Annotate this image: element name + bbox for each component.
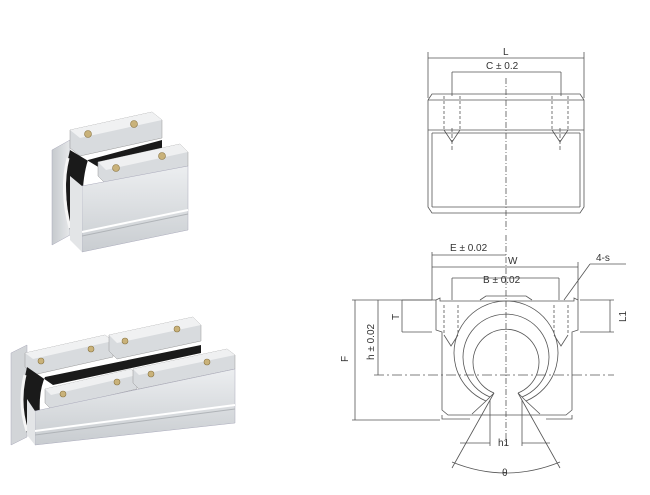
dim-label-E: E ± 0.02: [450, 243, 488, 254]
dim-label-4s: 4-s: [596, 253, 610, 264]
screw-icon: [130, 120, 138, 128]
dim-label-theta: θ: [502, 468, 508, 479]
long-bearing-block-photo: [10, 316, 236, 446]
screw-icon: [59, 390, 67, 398]
screw-icon: [37, 357, 45, 365]
technical-drawing: L C ± 0.2 E ± 0.02 W B ± 0.02 4-s T L1 h…: [340, 47, 629, 479]
screw-icon: [203, 358, 211, 366]
dim-label-F: F: [340, 356, 351, 362]
screw-icon: [112, 164, 120, 172]
dim-label-B: B ± 0.02: [483, 275, 521, 286]
dim-label-T: T: [391, 314, 402, 320]
side-view: [427, 52, 585, 230]
dim-label-L1: L1: [618, 310, 629, 322]
screw-icon: [113, 378, 121, 386]
screw-icon: [147, 370, 155, 378]
dim-label-h: h ± 0.02: [366, 323, 377, 360]
dim-label-h1: h1: [498, 438, 510, 449]
screw-icon: [87, 345, 95, 353]
screw-icon: [121, 337, 129, 345]
dim-label-W: W: [508, 256, 518, 267]
dim-label-L: L: [503, 47, 509, 58]
screw-icon: [158, 152, 166, 160]
screw-icon: [84, 130, 92, 138]
front-view: [352, 235, 626, 474]
short-bearing-block-photo: [51, 111, 189, 253]
screw-icon: [173, 325, 181, 333]
dim-label-C: C ± 0.2: [486, 61, 519, 72]
